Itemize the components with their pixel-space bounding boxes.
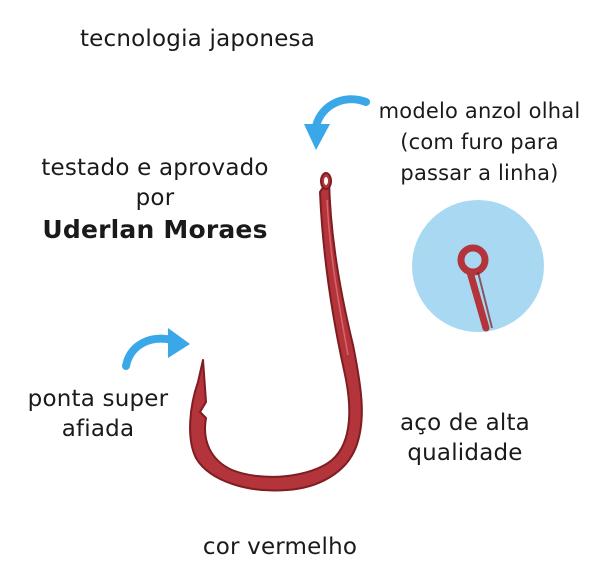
hook-eye-closeup-icon bbox=[457, 244, 493, 332]
tester-name: Uderlan Moraes bbox=[42, 215, 268, 244]
tested-line-1: testado e aprovado bbox=[41, 155, 269, 181]
eye-note-line-2: (com furo para bbox=[400, 130, 559, 154]
tagline-text: tecnologia japonesa bbox=[79, 26, 316, 52]
eye-note-line-1: modelo anzol olhal bbox=[378, 99, 581, 123]
point-note-line-1: ponta super bbox=[27, 386, 169, 412]
steel-note-line-1: aço de alta bbox=[400, 410, 530, 436]
steel-quality-note: aço de alta qualidade bbox=[380, 408, 550, 468]
sharp-point-note: ponta super afiada bbox=[8, 384, 188, 444]
eye-model-note: modelo anzol olhal (com furo para passar… bbox=[372, 96, 587, 189]
eye-note-line-3: passar a linha) bbox=[400, 161, 559, 185]
curved-arrow-left-icon bbox=[122, 328, 190, 370]
point-note-line-2: afiada bbox=[61, 416, 135, 442]
eye-detail-circle bbox=[412, 200, 544, 332]
color-label: cor vermelho bbox=[202, 534, 358, 560]
tested-line-2: por bbox=[135, 185, 175, 211]
curved-arrow-top-icon bbox=[304, 95, 370, 150]
fishing-hook-icon bbox=[189, 172, 363, 492]
tested-by-block: testado e aprovado por Uderlan Moraes bbox=[0, 153, 310, 247]
steel-note-line-2: qualidade bbox=[407, 440, 523, 466]
